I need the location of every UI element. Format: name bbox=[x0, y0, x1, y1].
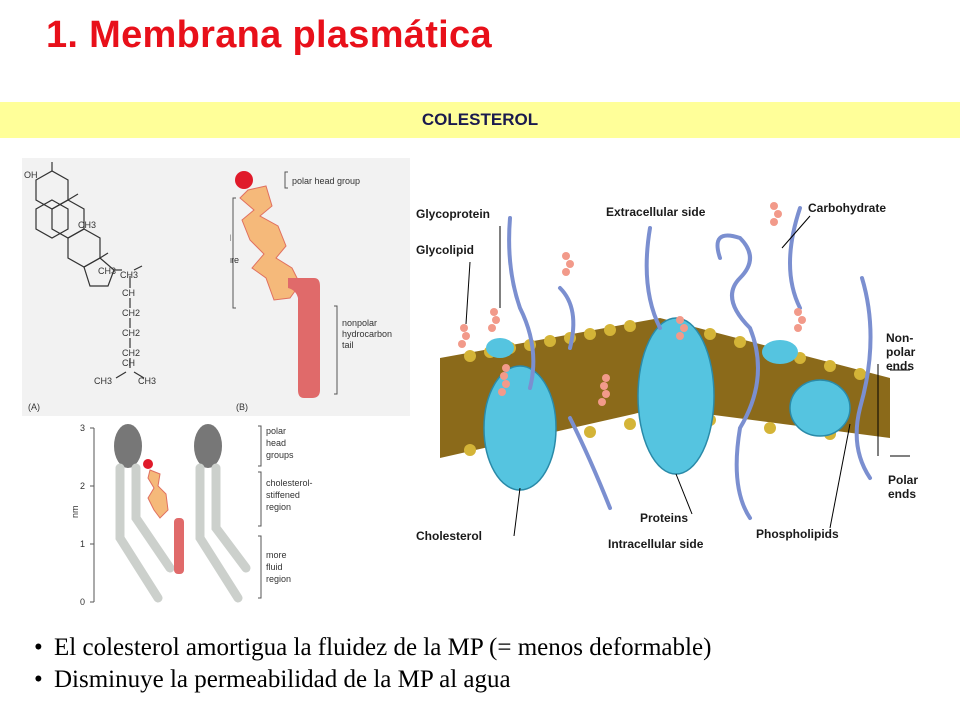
nonpolar-ends-label: Non- bbox=[886, 331, 913, 345]
nonpolar-ends-label: ends bbox=[886, 359, 914, 373]
nonpolar-ends-label: polar bbox=[886, 345, 916, 359]
cholesterol-tail bbox=[174, 518, 184, 574]
phospholipids-label: Phospholipids bbox=[756, 527, 839, 541]
lipid-head bbox=[194, 424, 222, 468]
section-banner: COLESTEROL bbox=[0, 102, 960, 138]
glycoprotein-label: Glycoprotein bbox=[416, 207, 490, 221]
ch-label: CH bbox=[122, 358, 135, 368]
cholesterol-head bbox=[143, 459, 153, 469]
bullet-item: •El colesterol amortigua la fluidez de l… bbox=[34, 634, 712, 661]
cholesterol-ring bbox=[147, 469, 169, 519]
protein-chains bbox=[507, 206, 873, 520]
tail-label: nonpolar bbox=[342, 318, 377, 328]
axis-tick: 3 bbox=[80, 423, 85, 433]
polar-ends-label: ends bbox=[888, 487, 916, 501]
panel-a-label: (A) bbox=[28, 402, 40, 412]
polar-head-circle bbox=[235, 171, 253, 189]
ch2-label: CH2 bbox=[122, 328, 140, 338]
cholesterol-schematic-diagram: polar head group rigid steroid ring stru… bbox=[204, 171, 392, 412]
ch-label: CH bbox=[122, 288, 135, 298]
ch3-label: CH3 bbox=[138, 376, 156, 386]
peripheral-protein bbox=[486, 338, 514, 358]
ch3-label: CH3 bbox=[78, 220, 96, 230]
cholesterol-schematic-figure: polar head group rigid steroid ring stru… bbox=[204, 158, 410, 416]
membrane-model-diagram: Glycoprotein Glycolipid Extracellular si… bbox=[416, 201, 918, 551]
ch2-label: CH2 bbox=[122, 348, 140, 358]
region-label: polar bbox=[266, 426, 286, 436]
carbohydrate-label: Carbohydrate bbox=[808, 201, 886, 215]
polar-ends-label: Polar bbox=[888, 473, 918, 487]
bullet-text: El colesterol amortigua la fluidez de la… bbox=[54, 634, 712, 661]
membrane-model-figure: Glycoprotein Glycolipid Extracellular si… bbox=[410, 188, 950, 558]
peripheral-protein bbox=[789, 379, 851, 437]
lipid-head bbox=[114, 424, 142, 468]
axis-unit: nm bbox=[70, 505, 80, 518]
integral-protein bbox=[483, 365, 557, 491]
slide-title: 1. Membrana plasmática bbox=[46, 14, 492, 56]
ch2-label: CH2 bbox=[122, 308, 140, 318]
integral-protein bbox=[637, 317, 715, 475]
leader-lines bbox=[465, 215, 910, 537]
region-label: stiffened bbox=[266, 490, 300, 500]
rigid-label: structure bbox=[230, 255, 239, 265]
cholesterol-formula-diagram: OH CH3 CH3 CH3 CH CH2 CH2 CH2 CH CH3 CH3… bbox=[24, 162, 156, 412]
peripheral-protein bbox=[762, 340, 798, 364]
extracellular-label: Extracellular side bbox=[606, 205, 706, 219]
tail-label: tail bbox=[342, 340, 354, 350]
region-label: groups bbox=[266, 450, 294, 460]
axis-tick: 0 bbox=[80, 597, 85, 607]
bullet-list: •El colesterol amortigua la fluidez de l… bbox=[34, 632, 934, 696]
ch3-label: CH3 bbox=[98, 266, 116, 276]
bilayer-scale-figure: 3 2 1 0 nm polar head groups cholesterol… bbox=[70, 418, 350, 610]
cholesterol-structure-figure: OH CH3 CH3 CH3 CH CH2 CH2 CH2 CH CH3 CH3… bbox=[22, 158, 230, 416]
ch3-label: CH3 bbox=[94, 376, 112, 386]
bullet-item: •Disminuye la permeabilidad de la MP al … bbox=[34, 666, 511, 693]
region-label: more bbox=[266, 550, 287, 560]
steroid-ring-shape bbox=[239, 185, 301, 301]
glycolipid-label: Glycolipid bbox=[416, 243, 474, 257]
bullet-text: Disminuye la permeabilidad de la MP al a… bbox=[54, 666, 511, 693]
axis-tick: 1 bbox=[80, 539, 85, 549]
hydrocarbon-tail-shape bbox=[288, 278, 320, 398]
intracellular-label: Intracellular side bbox=[608, 537, 704, 551]
oh-label: OH bbox=[24, 170, 38, 180]
bilayer-scale-diagram: 3 2 1 0 nm polar head groups cholesterol… bbox=[70, 423, 313, 607]
ch3-label: CH3 bbox=[120, 270, 138, 280]
banner-label: COLESTEROL bbox=[421, 110, 539, 129]
polar-head-label: polar head group bbox=[292, 176, 360, 186]
region-label: region bbox=[266, 574, 291, 584]
region-label: head bbox=[266, 438, 286, 448]
cholesterol-label: Cholesterol bbox=[416, 529, 482, 543]
proteins-label: Proteins bbox=[640, 511, 688, 525]
region-label: cholesterol- bbox=[266, 478, 313, 488]
region-label: fluid bbox=[266, 562, 283, 572]
panel-b-label: (B) bbox=[236, 402, 248, 412]
carbohydrate-chains bbox=[458, 202, 806, 406]
axis-tick: 2 bbox=[80, 481, 85, 491]
tail-label: hydrocarbon bbox=[342, 329, 392, 339]
rigid-label: steroid bbox=[230, 233, 231, 243]
region-label: region bbox=[266, 502, 291, 512]
